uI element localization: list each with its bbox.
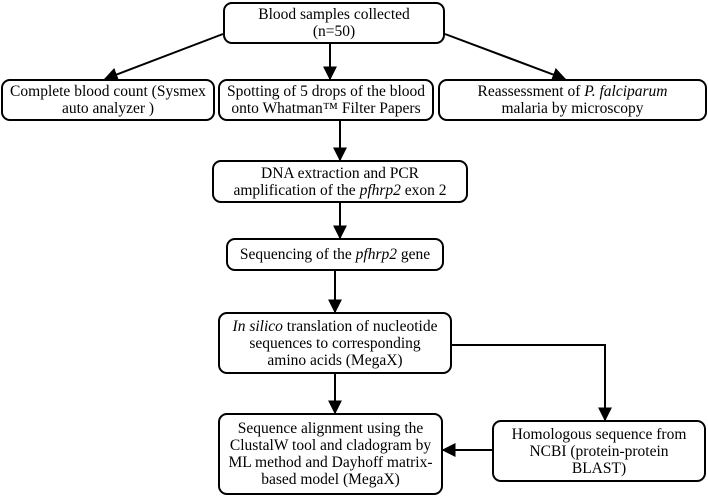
text-run: Complete blood count (Sysmex — [10, 83, 206, 100]
text-run: Blood samples collected — [258, 6, 410, 23]
text-run: translation of nucleotide — [282, 317, 438, 335]
text-run: Homologous sequence from — [511, 425, 687, 443]
text-run: sequences to corresponding — [249, 334, 421, 352]
node-text-line: NCBI (protein-protein — [529, 443, 668, 460]
node-text-line: In silico translation of nucleotide — [233, 318, 438, 335]
text-run: based model (MegaX) — [261, 471, 400, 488]
text-run: exon 2 — [400, 181, 447, 199]
node-text-line: sequences to corresponding — [249, 335, 420, 352]
node-text-line: (n=50) — [313, 23, 355, 40]
text-run: amino acids (MegaX) — [267, 351, 403, 369]
node-blood-samples: Blood samples collected(n=50) — [223, 2, 445, 44]
node-text-line: auto analyzer ) — [62, 100, 154, 117]
node-text-line: amino acids (MegaX) — [267, 352, 402, 369]
arrow-translation-to-homologous — [452, 344, 612, 422]
node-text-line: based model (MegaX) — [261, 471, 400, 488]
node-text-line: Spotting of 5 drops of the blood — [227, 83, 425, 100]
text-run: ML method and Dayhoff matrix- — [228, 454, 433, 471]
text-run: malaria by microscopy — [501, 100, 644, 117]
text-run: auto analyzer ) — [61, 100, 155, 117]
node-text-line: ClustalW tool and cladogram by — [230, 437, 431, 454]
italic-term: In silico — [232, 317, 283, 335]
node-text-line: Sequencing of the pfhrp2 gene — [240, 246, 430, 263]
node-text-line: BLAST) — [572, 460, 626, 477]
text-run: onto Whatman™ Filter Papers — [231, 100, 421, 117]
text-run: Spotting of 5 drops of the blood — [226, 83, 426, 100]
text-run: DNA extraction and PCR — [261, 164, 419, 182]
node-text-line: ML method and Dayhoff matrix- — [228, 454, 432, 471]
text-run: amplification of the — [233, 181, 360, 199]
node-text-line: Complete blood count (Sysmex — [10, 83, 206, 100]
node-text-line: Homologous sequence from — [512, 426, 687, 443]
italic-term: P. falciparum — [584, 83, 668, 100]
text-run: ClustalW tool and cladogram by — [229, 437, 432, 454]
text-run: (n=50) — [312, 23, 356, 40]
text-run: BLAST) — [571, 459, 627, 477]
text-run: Reassessment of — [477, 83, 585, 100]
italic-term: pfhrp2 — [355, 246, 397, 263]
text-run: Sequencing of the — [239, 246, 356, 263]
text-run: Sequence alignment using the — [237, 420, 424, 437]
node-text-line: Sequence alignment using the — [238, 420, 424, 437]
node-text-line: Blood samples collected — [258, 6, 410, 23]
text-run: gene — [397, 246, 431, 263]
node-text-line: DNA extraction and PCR — [261, 165, 419, 182]
node-text-line: malaria by microscopy — [501, 100, 643, 117]
arrow-blood-samples-to-cbc — [103, 33, 224, 82]
text-run: NCBI (protein-protein — [529, 442, 669, 460]
node-text-line: Reassessment of P. falciparum — [477, 83, 667, 100]
node-text-line: onto Whatman™ Filter Papers — [231, 100, 420, 117]
italic-term: pfhrp2 — [359, 181, 401, 199]
node-sequencing-gene: Sequencing of the pfhrp2 gene — [226, 238, 444, 271]
arrow-blood-samples-to-reassessment — [444, 33, 567, 82]
node-text-line: amplification of the pfhrp2 exon 2 — [233, 182, 446, 199]
